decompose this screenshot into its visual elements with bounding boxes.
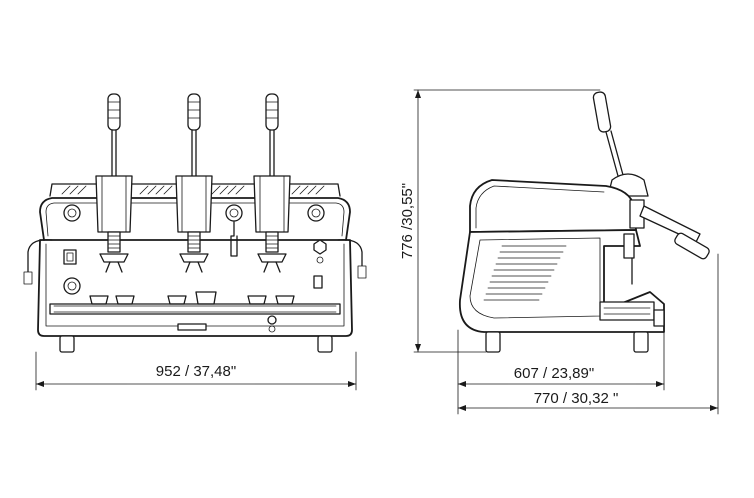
lever-grip-rings — [265, 101, 279, 119]
portafilter-spouts — [105, 261, 123, 273]
group-piston — [187, 231, 201, 253]
side-portafilter-grip[interactable] — [673, 232, 710, 260]
side-body-inner — [469, 237, 601, 319]
group-piston-rings — [265, 235, 279, 249]
steam-knob-right[interactable] — [307, 204, 325, 222]
front-view — [23, 93, 367, 353]
steam-knob-right-center — [311, 208, 321, 218]
water-level-knob[interactable] — [267, 315, 277, 325]
group-piston-rings — [107, 235, 121, 249]
side-lower-lines — [603, 307, 651, 315]
power-switch[interactable] — [63, 249, 77, 265]
side-upper-body — [469, 179, 637, 233]
portafilter[interactable] — [179, 253, 209, 263]
side-spout — [623, 233, 635, 259]
lever-grip[interactable] — [265, 93, 279, 131]
steam-knob-left-center — [67, 208, 77, 218]
height-extension-lines — [413, 89, 601, 353]
lever-grip[interactable] — [187, 93, 201, 131]
group-heads — [95, 93, 291, 273]
steam-knob-center-center — [229, 208, 239, 218]
pressure-gauge — [63, 277, 81, 295]
side-foot-rear — [485, 331, 501, 353]
portafilter-spouts — [185, 261, 203, 273]
cup — [167, 295, 187, 305]
steam-wand-left — [27, 239, 53, 279]
lever-grip-rings — [107, 101, 121, 119]
group-piston — [107, 231, 121, 253]
drip-tray — [49, 303, 341, 315]
cup — [195, 291, 217, 305]
cup — [115, 295, 135, 305]
cup — [275, 295, 295, 305]
height-label: 776 /30,55" — [399, 183, 416, 259]
group-body-lines — [259, 175, 285, 233]
lower-body — [37, 239, 353, 337]
lever-grip[interactable] — [107, 93, 121, 131]
foot-right — [317, 335, 333, 353]
group-head — [253, 93, 291, 273]
side-view — [459, 91, 710, 353]
steam-knob-left[interactable] — [63, 204, 81, 222]
cup — [247, 295, 267, 305]
side-drip-edge — [653, 309, 665, 327]
side-lower-front — [599, 301, 655, 321]
lever-arm — [191, 129, 197, 177]
hot-water-wand — [230, 221, 238, 257]
steam-knob-center[interactable] — [225, 204, 243, 222]
depth-body-label: 607 / 23,89" — [514, 365, 594, 382]
side-lever-arm — [605, 130, 624, 177]
indicator-light — [316, 256, 324, 264]
depth-extension-lines — [457, 329, 665, 415]
drip-tray-grid — [53, 305, 337, 313]
group-body — [175, 175, 213, 233]
water-tap-knob[interactable] — [313, 239, 327, 255]
side-portafilter[interactable] — [639, 205, 701, 243]
group-head — [95, 93, 133, 273]
foot-left — [59, 335, 75, 353]
lever-arm — [111, 129, 117, 177]
group-body-lines — [181, 175, 207, 233]
group-piston — [265, 231, 279, 253]
dimension-lines: 952 / 37,48" 776 /30,55" 607 / 23,89" 77… — [35, 89, 719, 415]
steam-wand-right-tip — [357, 265, 367, 279]
side-lever-grip[interactable] — [592, 91, 612, 133]
depth-total-label: 770 / 30,32 " — [534, 390, 619, 407]
group-piston-rings — [187, 235, 201, 249]
rail-hatching — [61, 185, 325, 195]
water-level-knob-base — [268, 325, 276, 333]
group-head — [175, 93, 213, 273]
vent-grille — [483, 245, 567, 301]
side-upper-inner — [475, 185, 605, 229]
power-switch-rocker — [66, 252, 74, 262]
lever-arm — [269, 129, 275, 177]
cups — [89, 291, 295, 305]
portafilter-spouts — [263, 261, 281, 273]
portafilter[interactable] — [99, 253, 129, 263]
group-body — [95, 175, 133, 233]
steam-wand-right — [337, 239, 363, 271]
cup — [89, 295, 109, 305]
side-foot-front — [633, 331, 649, 353]
portafilter[interactable] — [257, 253, 287, 263]
steam-wand-left-tip — [23, 271, 33, 285]
group-body-lines — [101, 175, 127, 233]
width-label: 952 / 37,48" — [156, 363, 236, 380]
group-body — [253, 175, 291, 233]
pressure-gauge-face — [67, 281, 77, 291]
water-level-window — [313, 275, 323, 289]
tray-handle[interactable] — [177, 323, 207, 331]
lever-grip-rings — [187, 101, 201, 119]
